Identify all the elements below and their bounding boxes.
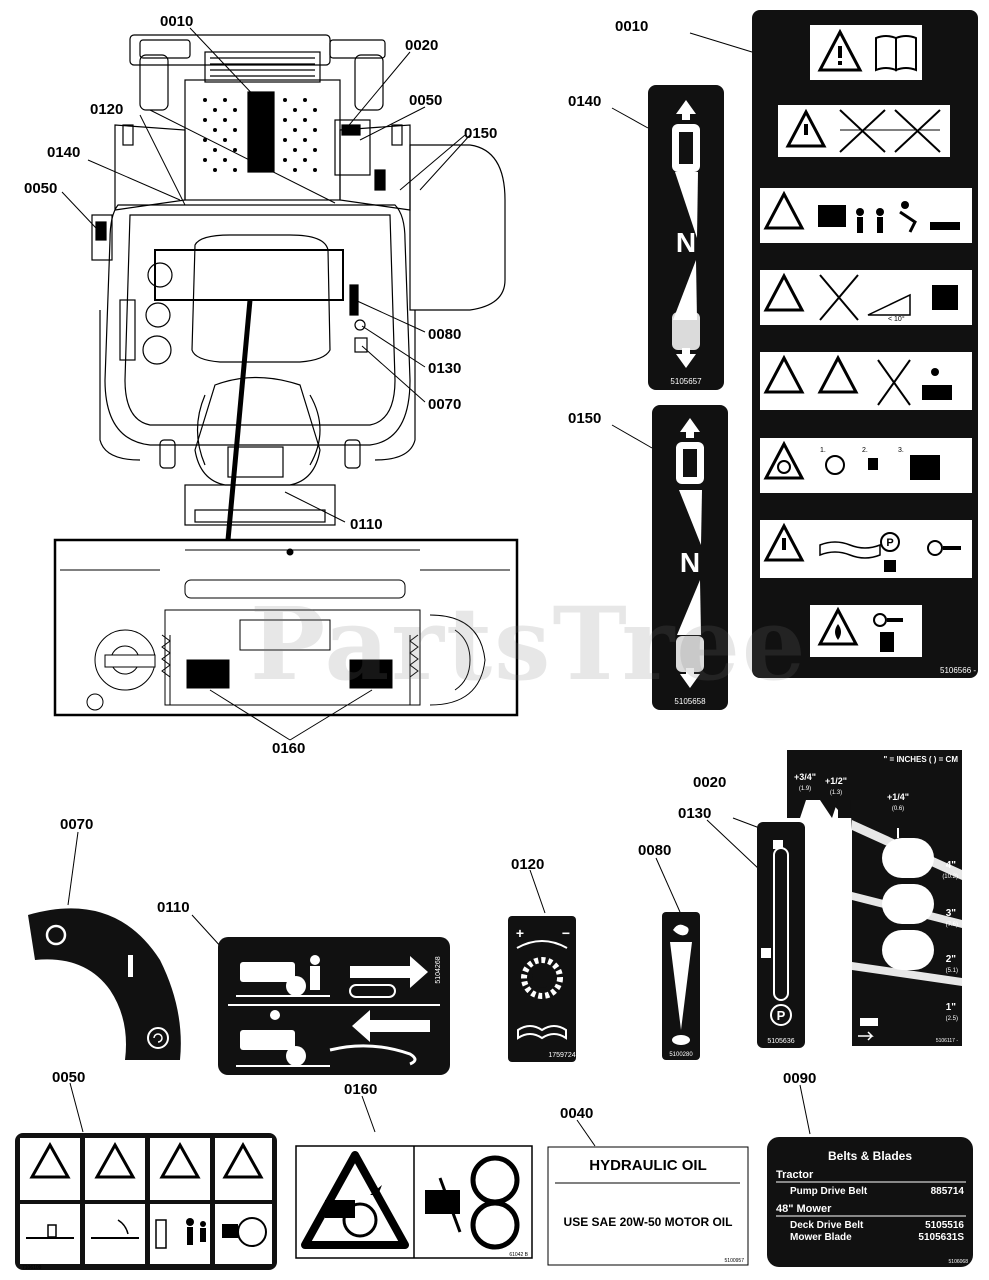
decal-0010: < 10° 1. 2. 3. P 510	[752, 10, 978, 678]
callout-0140-top: 0140	[47, 144, 81, 161]
callout-0080-right: 0080	[638, 842, 672, 859]
callout-0040: 0040	[560, 1105, 594, 1122]
decal-0020-part-number: 5106117 -	[936, 1038, 958, 1044]
callout-0050-top: 0050	[409, 92, 443, 109]
callout-0150-right: 0150	[568, 410, 602, 427]
neutral-letter-2: N	[680, 547, 700, 578]
decal-0050-part-number: 7106109	[22, 1265, 42, 1271]
callout-0140-right: 0140	[568, 93, 602, 110]
decal-0040-part-number: 5100957	[725, 1258, 745, 1264]
callout-0160-bottom: 0160	[344, 1081, 378, 1098]
callout-0150-top: 0150	[464, 125, 498, 142]
height-1: 1"	[946, 1002, 957, 1013]
adjust-3-4: +3/4"	[794, 772, 816, 782]
decal-0110-part-number: 5104268	[435, 956, 442, 983]
callout-0050-bottom: 0050	[52, 1069, 86, 1086]
leader-lines	[61, 27, 811, 1147]
step-2: 2.	[862, 447, 868, 454]
tractor-top-view	[91, 34, 506, 526]
decal-0090-part-number: 5106068	[949, 1259, 969, 1265]
decal-0050: 7106109	[15, 1133, 277, 1271]
decal-0130: P 5105636	[757, 822, 805, 1048]
height-3: 3"	[946, 908, 957, 919]
decal-0140-part-number: 5105657	[670, 377, 702, 386]
decal-0020: " = INCHES ( ) = CM +3/4" (1.9) +1/2" (1…	[787, 750, 962, 1046]
decal-0150-part-number: 5105658	[674, 697, 706, 706]
callout-0020-top: 0020	[405, 37, 439, 54]
neutral-letter: N	[676, 227, 696, 258]
callout-0020-right: 0020	[693, 774, 727, 791]
step-3: 3.	[898, 447, 904, 454]
callout-0010-top: 0010	[160, 13, 194, 30]
park-symbol-p: P	[886, 537, 893, 549]
minus-sign: −	[562, 925, 570, 941]
callout-0120-top: 0120	[90, 101, 124, 118]
mower-blade-label: Mower Blade	[790, 1232, 852, 1243]
decal-0040: HYDRAULIC OIL USE SAE 20W-50 MOTOR OIL 5…	[547, 1146, 749, 1266]
decal-0080: 5100280	[662, 912, 700, 1060]
callout-0120-right: 0120	[511, 856, 545, 873]
height-2: 2"	[946, 954, 957, 965]
hydraulic-oil-instruction: USE SAE 20W-50 MOTOR OIL	[564, 1215, 733, 1229]
callout-0090: 0090	[783, 1070, 817, 1087]
hydraulic-oil-title: HYDRAULIC OIL	[589, 1157, 707, 1174]
mower-heading: 48" Mower	[776, 1203, 832, 1215]
callout-0070-bottom: 0070	[60, 816, 94, 833]
callout-0080: 0080	[428, 326, 462, 343]
decal-0120-part-number: 1759724	[548, 1052, 575, 1059]
callout-0050-left: 0050	[24, 180, 58, 197]
decal-0140: N 5105657	[648, 85, 724, 390]
tractor-heading: Tractor	[776, 1169, 814, 1181]
zoom-connector	[225, 299, 253, 541]
callout-0130-right: 0130	[678, 805, 712, 822]
decal-0090: Belts & Blades Tractor Pump Drive Belt 8…	[767, 1137, 973, 1267]
zoom-detail	[53, 538, 519, 717]
decal-0110: 5104268	[218, 937, 450, 1075]
decal-0120: + − 1759724	[508, 916, 576, 1062]
perforation-pattern	[203, 98, 317, 172]
adjust-1-2: +1/2"	[825, 776, 847, 786]
belts-blades-title: Belts & Blades	[828, 1149, 912, 1163]
pump-belt-label: Pump Drive Belt	[790, 1186, 868, 1197]
deck-belt-label: Deck Drive Belt	[790, 1220, 864, 1231]
decal-0150: N 5105658	[652, 405, 728, 710]
callout-0010-right: 0010	[615, 18, 649, 35]
deck-belt-part: 5105516	[925, 1220, 964, 1231]
slope-limit: < 10°	[888, 315, 905, 323]
height-4: 4"	[946, 860, 957, 871]
callout-0070: 0070	[428, 396, 462, 413]
mower-blade-part: 5105631S	[918, 1232, 964, 1243]
decal-0160-part-number: 61042 B	[509, 1252, 528, 1258]
decal-0080-part-number: 5100280	[669, 1052, 693, 1058]
callout-0110-bottom: 0110	[157, 899, 190, 916]
unit-legend: " = INCHES ( ) = CM	[884, 755, 959, 764]
pump-belt-part: 885714	[931, 1186, 965, 1197]
callout-0130: 0130	[428, 360, 462, 377]
callout-0110: 0110	[350, 516, 383, 533]
height-3-cm: (7.6)	[946, 922, 958, 928]
adjust-1-4-cm: (0.6)	[892, 806, 904, 812]
park-symbol: P	[777, 1008, 786, 1023]
height-1-cm: (2.5)	[946, 1016, 958, 1022]
plus-sign: +	[516, 925, 524, 941]
adjust-3-4-cm: (1.9)	[799, 786, 811, 792]
decal-0130-part-number: 5105636	[767, 1038, 794, 1045]
height-4-cm: (10.2)	[942, 874, 958, 880]
height-2-cm: (5.1)	[946, 968, 958, 974]
decal-0160: 61042 B	[295, 1145, 533, 1259]
decal-0010-part-number: 5106566 -	[940, 666, 976, 675]
decal-0070	[28, 908, 181, 1060]
callout-0160: 0160	[272, 740, 306, 757]
step-1: 1.	[820, 447, 826, 454]
adjust-1-2-cm: (1.3)	[830, 790, 842, 796]
adjust-1-4: +1/4"	[887, 792, 909, 802]
